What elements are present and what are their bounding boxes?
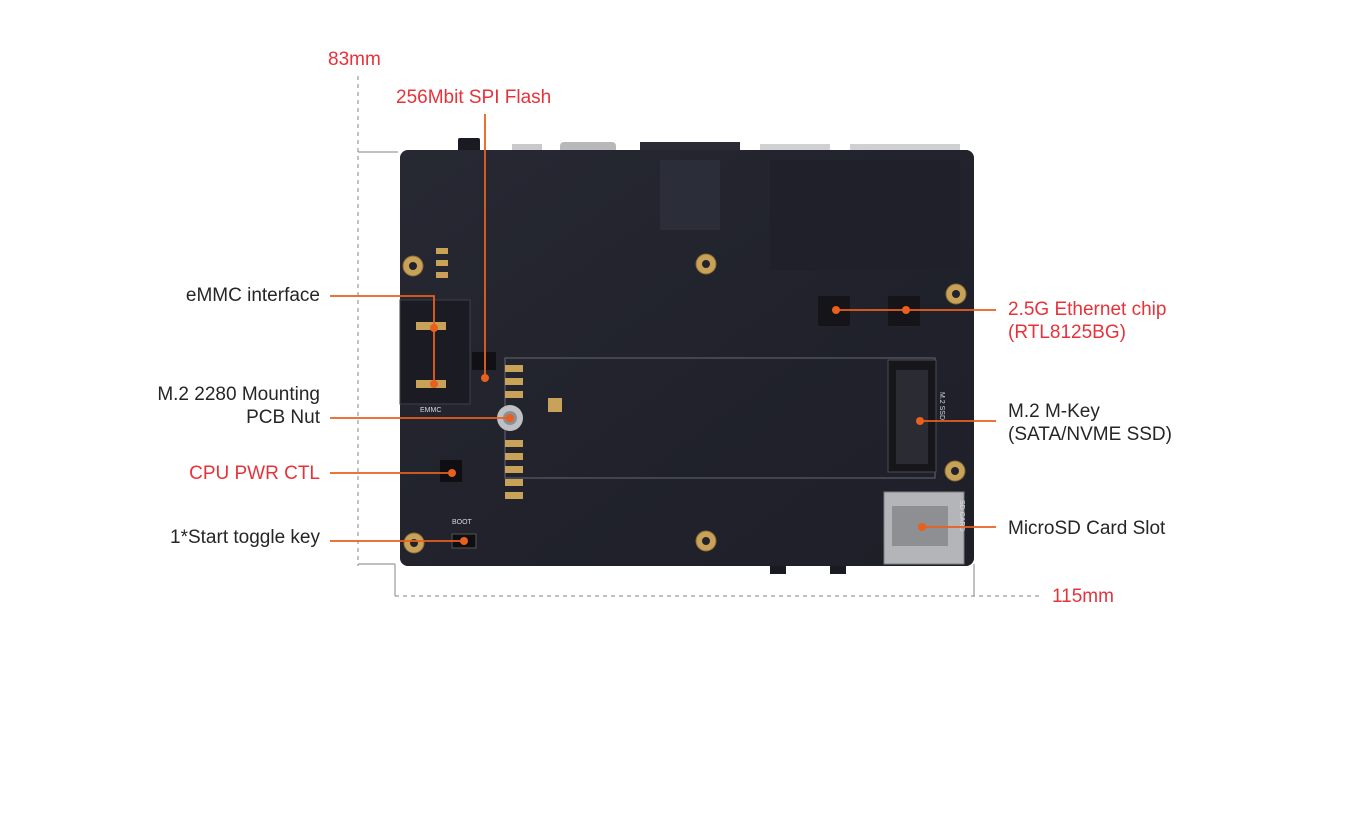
silkscreen-sd: SD CARD — [958, 500, 965, 532]
silkscreen-boot: BOOT — [452, 519, 473, 526]
width-dimension-label: 115mm — [1052, 586, 1114, 607]
callout-ethernet-line2: (RTL8125BG) — [1008, 322, 1126, 343]
m2-slot — [887, 359, 937, 473]
capacitor-column — [436, 248, 562, 499]
silkscreen-emmc: EMMC — [420, 407, 441, 414]
leader-dots — [430, 306, 926, 545]
callout-m2-mkey-line2: (SATA/NVME SSD) — [1008, 424, 1172, 445]
callout-microsd: MicroSD Card Slot — [1008, 518, 1166, 539]
silkscreen-m2: M.2 SSD — [938, 392, 945, 420]
callout-m2-nut-line2: PCB Nut — [246, 407, 320, 428]
callout-m2-mkey-line1: M.2 M-Key — [1008, 401, 1100, 422]
callout-emmc: eMMC interface — [185, 285, 320, 306]
callout-start-key: 1*Start toggle key — [170, 527, 320, 548]
dimension-lines — [357, 76, 1040, 597]
leader-lines — [330, 114, 996, 542]
callout-m2-nut-line1: M.2 2280 Mounting — [157, 384, 320, 405]
spi-flash-chip — [472, 352, 496, 370]
callout-cpu-pwr: CPU PWR CTL — [189, 463, 320, 484]
silkscreen-labels: EMMC BOOT M.2 SSD SD CARD — [420, 392, 965, 532]
pcb-texture — [399, 150, 974, 566]
callout-ethernet-line1: 2.5G Ethernet chip — [1008, 299, 1167, 320]
height-dimension-label: 83mm — [328, 49, 381, 70]
callout-spi-flash: 256Mbit SPI Flash — [396, 87, 552, 108]
microsd-slot — [883, 491, 965, 565]
